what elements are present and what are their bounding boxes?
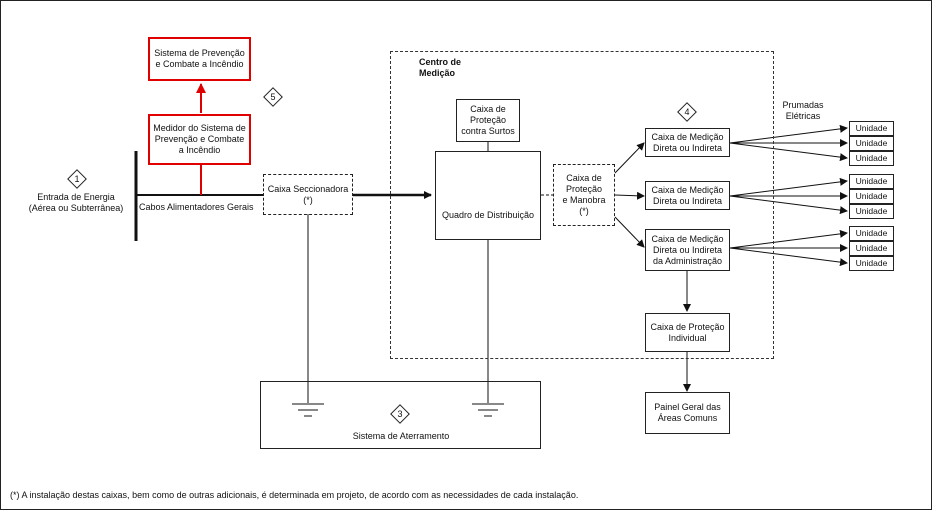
m1-u3 [729, 142, 848, 162]
unit-box: Unidade [849, 256, 894, 271]
caixa-medicao-2-box: Caixa de Medição Direta ou Indireta [645, 181, 730, 210]
caixa-protecao-individual-box: Caixa de Proteção Individual [645, 313, 730, 352]
unit-box: Unidade [849, 121, 894, 136]
m1-u1 [729, 124, 848, 144]
badge-5: 5 [263, 87, 283, 107]
footnote: (*) A instalação destas caixas, bem como… [10, 490, 579, 500]
sistema-prevencao-box: Sistema de Prevenção e Combate a Incêndi… [148, 37, 251, 81]
quadro-distribuicao-box: Quadro de Distribuição [435, 151, 541, 240]
caixa-medicao-1-box: Caixa de Medição Direta ou Indireta [645, 128, 730, 157]
ground-symbol-right [472, 403, 504, 417]
unit-box: Unidade [849, 189, 894, 204]
m2-u3 [729, 195, 848, 215]
badge-1: 1 [67, 169, 87, 189]
painel-geral-box: Painel Geral das Áreas Comuns [645, 392, 730, 434]
caixa-seccionadora-box: Caixa Seccionadora (*) [263, 174, 353, 215]
badge-4: 4 [677, 102, 697, 122]
entrada-label: Entrada de Energia (Aérea ou Subterrânea… [28, 192, 124, 213]
m3-u1 [729, 229, 848, 249]
m2-u1 [729, 177, 848, 197]
medidor-box: Medidor do Sistema de Prevenção e Combat… [148, 114, 251, 165]
unit-box: Unidade [849, 174, 894, 189]
manobra-med1 [614, 142, 645, 174]
unit-box: Unidade [849, 204, 894, 219]
manobra-med3 [614, 216, 645, 248]
m3-u3 [729, 247, 848, 267]
ground-symbol-left [292, 403, 324, 417]
unit-box: Unidade [849, 136, 894, 151]
badge-3: 3 [390, 404, 410, 424]
caixa-surtos-box: Caixa de Proteção contra Surtos [456, 99, 520, 142]
aterramento-region [260, 381, 541, 449]
centro-medicao-region [390, 51, 774, 359]
manobra-med2 [614, 191, 645, 200]
unit-box: Unidade [849, 226, 894, 241]
aterramento-label: Sistema de Aterramento [352, 431, 450, 441]
cabos-label: Cabos Alimentadores Gerais [139, 202, 254, 212]
unit-box: Unidade [849, 151, 894, 166]
caixa-manobra-box: Caixa de Proteção e Manobra (*) [553, 164, 615, 226]
unit-box: Unidade [849, 241, 894, 256]
centro-medicao-label: Centro de Medição [419, 57, 462, 78]
quadro-distribuicao-label: Quadro de Distribuição [441, 210, 535, 220]
prumadas-label: Prumadas Elétricas [782, 100, 824, 121]
caixa-medicao-3-box: Caixa de Medição Direta ou Indireta da A… [645, 229, 730, 271]
